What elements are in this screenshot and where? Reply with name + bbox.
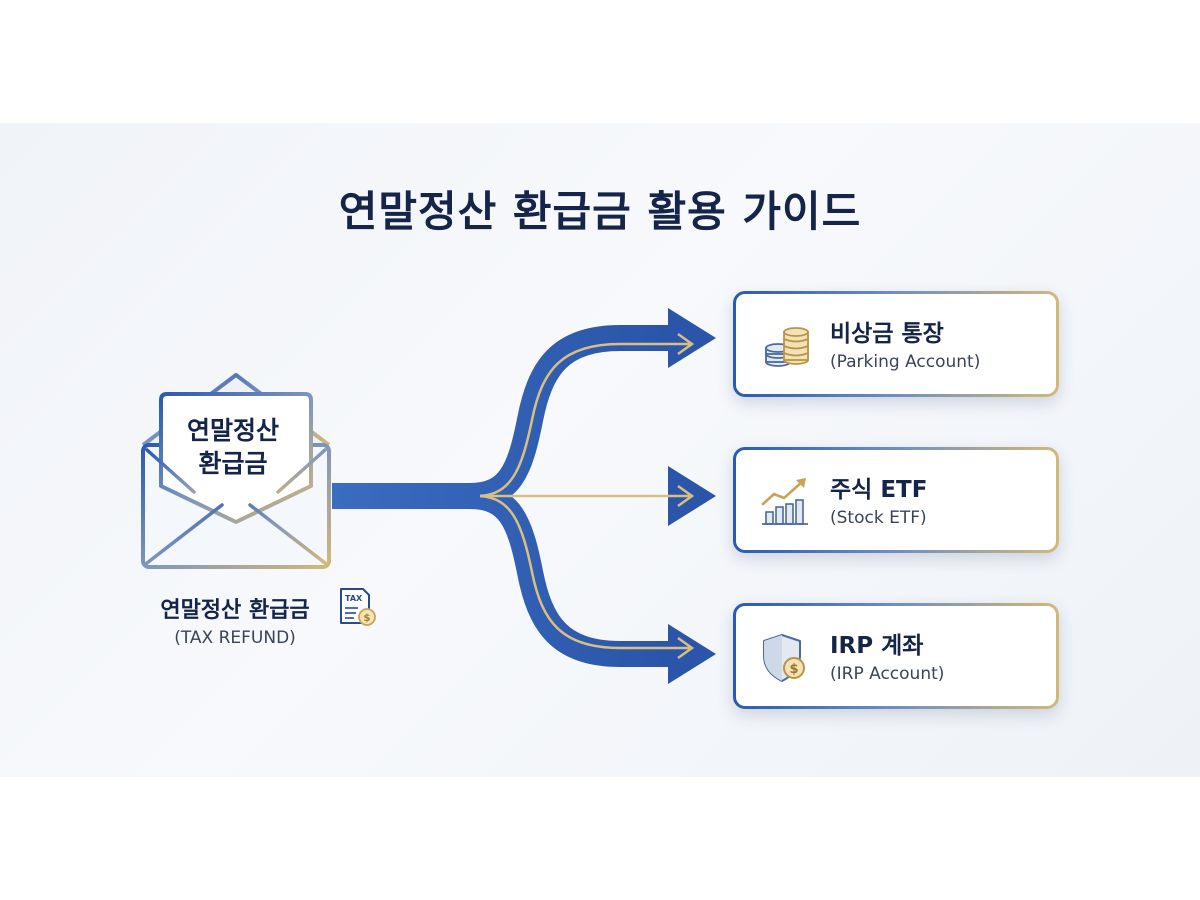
- letter-card: [159, 392, 313, 524]
- gold-tip-bottom: [677, 636, 695, 660]
- source-label: 연말정산 환급금: [160, 598, 310, 623]
- envelope-label-line2: 환급금: [198, 449, 268, 478]
- page-title: 연말정산 환급금 활용 가이드: [338, 187, 862, 236]
- target-name-etf: 주식 ETF: [830, 477, 928, 503]
- coin-stack-icon: [765, 327, 809, 367]
- envelope-label-line1: 연말정산: [186, 416, 279, 445]
- target-card-irp[interactable]: $ IRP 계좌 (IRP Account): [733, 603, 1059, 709]
- arrow-shaft-bottom: [332, 483, 672, 667]
- target-card-parking[interactable]: 비상금 통장 (Parking Account): [733, 291, 1059, 397]
- source-sublabel: (TAX REFUND): [174, 628, 296, 648]
- arrowhead-bottom: [668, 624, 716, 684]
- target-sub-parking: (Parking Account): [830, 352, 981, 372]
- arrow-shaft-top: [332, 325, 672, 509]
- gold-line-bottom: [479, 494, 690, 650]
- envelope-side-fold: [145, 448, 327, 494]
- shield-coin-symbol: $: [789, 662, 798, 677]
- arrowhead-top: [668, 308, 716, 368]
- tax-document-icon: TAX $: [340, 588, 376, 626]
- target-sub-irp: (IRP Account): [830, 664, 945, 684]
- target-sub-etf: (Stock ETF): [830, 508, 927, 528]
- gold-line-top: [479, 342, 690, 498]
- growth-chart-icon: [761, 478, 808, 525]
- shield-dollar-icon: $: [763, 634, 805, 682]
- tax-doc-text: TAX: [345, 594, 363, 603]
- gold-tip-middle: [677, 484, 695, 508]
- tax-doc-coin-symbol: $: [364, 613, 371, 624]
- envelope-label: 연말정산 환급금: [168, 414, 298, 480]
- envelope-front-fold: [145, 503, 327, 565]
- target-name-irp: IRP 계좌: [830, 633, 924, 659]
- target-card-etf[interactable]: 주식 ETF (Stock ETF): [733, 447, 1059, 553]
- target-name-parking: 비상금 통장: [830, 321, 944, 347]
- flow-arrows: [332, 308, 716, 684]
- gold-tip-top: [677, 332, 695, 356]
- envelope-icon: [141, 373, 331, 569]
